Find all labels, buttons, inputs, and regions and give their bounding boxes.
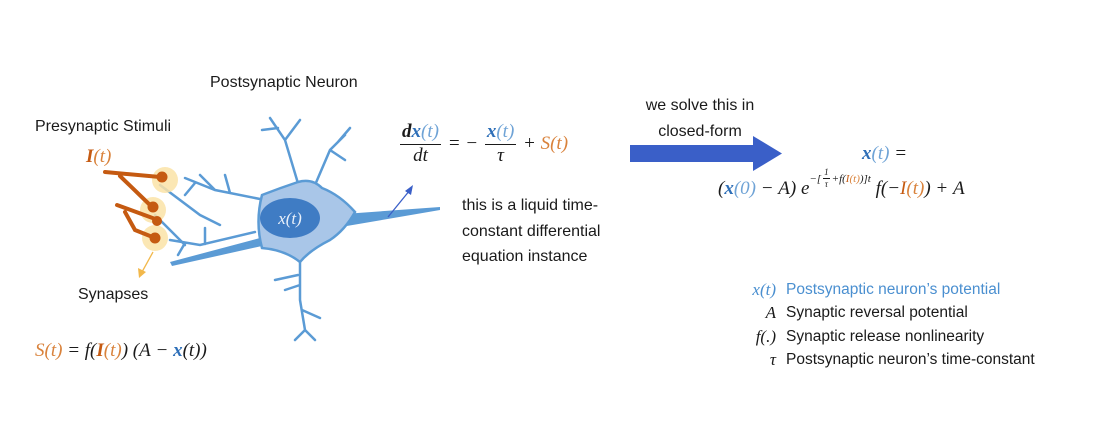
solve-note-line: we solve this in [645,97,755,114]
legend-text: Synaptic reversal potential [786,304,968,322]
fraction-denominator: dt [413,145,428,167]
ltc-note-line: constant differential [462,222,601,240]
fraction: x(t)τ [484,121,517,167]
equation-token: ) + A [924,178,965,199]
solve-note: we solve this in closed-form [630,93,770,145]
synapse-pointer-arrowhead-icon [138,268,146,278]
input-symbol: I(t) [86,146,111,168]
legend-row: τ Postsynaptic neuron’s time-constant [700,349,1035,373]
equation-token: (t) [871,143,890,164]
equation-token: (t) [93,146,112,167]
nucleus-label: x(t) [277,209,302,228]
fraction-denominator: τ [825,179,828,190]
equation-token: I [900,178,907,199]
synapses-label: Synapses [78,286,149,303]
fraction-numerator: x(t) [484,121,517,145]
presynaptic-axons [103,170,168,244]
equation-token: = − [442,133,483,155]
legend-text: Postsynaptic neuron’s potential [786,280,1001,298]
equation-token: x [173,340,183,361]
equation-token: f(− [870,178,901,199]
equation-token: dt [413,144,428,166]
legend-symbol: x(t) [752,279,776,299]
equation-token: (t) [103,340,122,361]
equation-token: + [518,133,541,155]
ltc-note-line: equation instance [462,248,588,265]
ltc-note-line: this is a liquid time- [462,197,599,214]
derivative-arrow [387,189,411,218]
legend-row: f(.) Synaptic release nonlinearity [700,325,1035,349]
ltc-note: this is a liquid time- constant differen… [462,193,600,270]
neuron-dendrite-left [170,238,262,266]
fraction-denominator: τ [497,145,504,167]
equation-token: I [86,146,94,167]
legend-symbol: τ [769,350,776,370]
equation-token: x [486,121,497,142]
equation-token: S(t) [35,340,63,361]
fraction-numerator: dx(t) [400,121,441,145]
nucleus [260,198,320,238]
solution-lhs: x(t) = [862,143,907,165]
equation-token: −[ [809,173,822,185]
equation-token: x [724,178,734,199]
equation-token: d [402,121,412,142]
equation-token: (0) [733,178,756,199]
equation-token: (t) [496,121,515,142]
equation-token: = f( [62,340,97,361]
legend-text: Synaptic release nonlinearity [786,327,985,345]
equation-token: = [889,143,908,164]
equation-token: (t)) [182,340,207,361]
neuron-axon [330,207,440,228]
ltc-ode-equation: dx(t)dt = − x(t)τ + S(t) [398,121,569,167]
equation-token: x [862,143,872,164]
equation-token: (t) [849,173,860,185]
legend-text: Postsynaptic neuron’s time-constant [786,351,1035,369]
equation-token: τ [824,179,828,189]
equation-token: 1 [824,167,829,178]
closed-form-arrow [630,136,782,171]
equation-token: ( [718,178,725,199]
equation-token: x [411,121,422,142]
derivative-arrowhead-icon [405,185,413,195]
solve-note-line: closed-form [658,123,742,140]
equation-token: (t) [421,121,439,142]
synapse-equation: S(t) = f(I(t)) (A − x(t)) [35,340,207,362]
fraction: dx(t)dt [400,121,441,167]
presynaptic-stimuli-label: Presynaptic Stimuli [35,118,172,135]
symbol-legend: x(t) Postsynaptic neuron’s potential A S… [700,278,1035,373]
legend-symbol: f(.) [755,326,776,346]
equation-token: − A) e [755,178,810,199]
equation-token: )]t [859,173,871,185]
equation-token: +f( [831,173,846,185]
synapse-pointer [141,251,154,273]
fraction-numerator: 1 [823,167,830,179]
equation-token: (t) [906,178,925,199]
equation-token: S(t) [540,133,569,155]
equation-token: τ [497,144,504,166]
equation-token: I [845,173,850,185]
equation-token: ) (A − [121,340,174,361]
legend-symbol: A [765,303,776,323]
equation-token: I [96,340,104,361]
legend-row: x(t) Postsynaptic neuron’s potential [700,278,1035,302]
postsynaptic-neuron-label: Postsynaptic Neuron [210,74,358,91]
legend-row: A Synaptic reversal potential [700,302,1035,326]
